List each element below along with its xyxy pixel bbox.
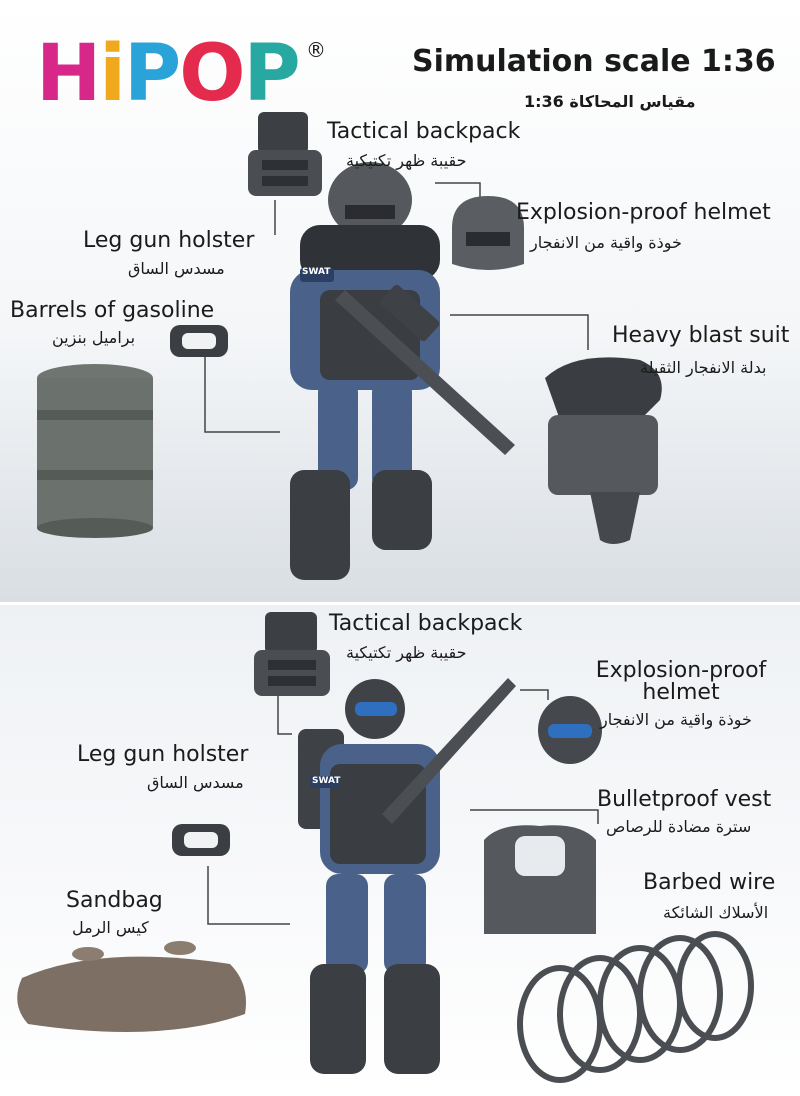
label-helmet-top-ar: خوذة واقية من الانفجار: [530, 233, 682, 252]
bottom-artwork: [17, 612, 754, 1083]
logo-letter-h: H: [36, 29, 101, 119]
soldier-figure-bottom: [298, 678, 516, 1074]
logo-letter-p2: P: [243, 29, 301, 119]
label-barbed-wire: Barbed wire: [643, 870, 776, 895]
soldier-figure-top: [290, 162, 515, 580]
label-backpack-bottom: Tactical backpack: [329, 611, 523, 636]
label-helmet-top: Explosion-proof helmet: [516, 200, 771, 225]
scale-subtitle-ar: مقياس المحاكاة 1:36: [524, 92, 696, 111]
label-vest-ar: سترة مضادة للرصاص: [606, 817, 752, 836]
vest-icon: [484, 825, 596, 934]
label-blast-suit-ar: بدلة الانفجار الثقيلة: [640, 358, 767, 377]
logo-letter-p1: P: [124, 29, 181, 119]
label-vest: Bulletproof vest: [597, 787, 772, 812]
label-barbed-wire-ar: الأسلاك الشائكة: [663, 903, 769, 922]
label-helmet-bottom: Explosion-proof helmet: [595, 658, 767, 705]
helmet-icon: [452, 196, 524, 270]
label-backpack-top: Tactical backpack: [327, 119, 521, 144]
barbed-wire-icon: [517, 931, 754, 1083]
label-holster-top: Leg gun holster: [83, 228, 255, 253]
helmet-icon-bottom: [538, 696, 602, 764]
scale-title: Simulation scale 1:36: [412, 44, 776, 79]
label-blast-suit: Heavy blast suit: [612, 323, 790, 348]
label-backpack-bottom-ar: حقيبة ظهر تكتيكية: [346, 643, 467, 662]
blast-suit-icon: [545, 357, 662, 544]
panel-divider: [0, 602, 800, 605]
label-sandbag: Sandbag: [66, 888, 163, 913]
backpack-icon-bottom: [254, 612, 330, 696]
label-helmet-bottom-ar: خوذة واقية من الانفجار: [600, 710, 752, 729]
swat-badge-bottom: SWAT: [312, 776, 341, 786]
registered-mark: ®: [306, 38, 326, 62]
label-holster-bottom-ar: مسدس الساق: [147, 773, 244, 792]
backpack-icon: [248, 112, 322, 196]
hipop-logo: HiPOP: [36, 29, 301, 119]
label-backpack-top-ar: حقيبة ظهر تكتيكية: [346, 151, 467, 170]
label-holster-top-ar: مسدس الساق: [128, 259, 225, 278]
barrel-icon: [37, 364, 153, 538]
holster-icon-bottom: [172, 824, 230, 856]
label-barrels: Barrels of gasoline: [10, 298, 215, 323]
holster-icon: [170, 325, 228, 357]
logo-letter-i: i: [99, 29, 126, 119]
logo-letter-o: O: [179, 29, 245, 119]
label-sandbag-ar: كيس الرمل: [72, 918, 149, 937]
top-artwork: [37, 112, 662, 580]
label-barrels-ar: براميل بنزين: [52, 328, 136, 347]
label-holster-bottom: Leg gun holster: [77, 742, 249, 767]
swat-badge-top: SWAT: [302, 267, 331, 277]
sandbag-icon: [17, 941, 247, 1032]
